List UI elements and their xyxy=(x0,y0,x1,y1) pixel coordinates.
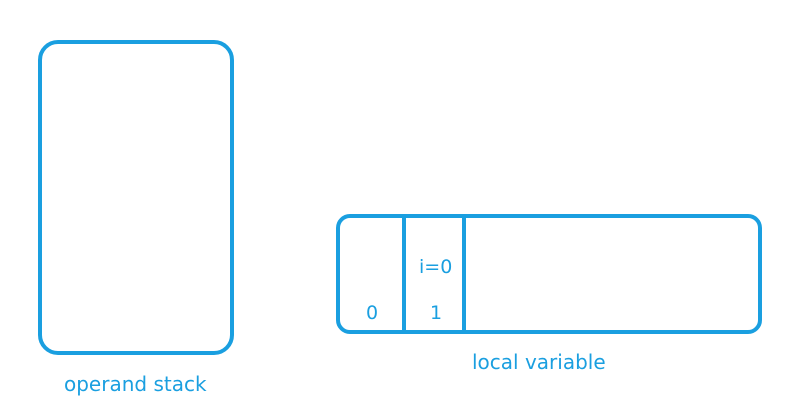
local-variable-table: 0 i=0 1 xyxy=(336,214,762,334)
slot-divider xyxy=(462,218,466,330)
operand-stack-box xyxy=(38,40,234,355)
slot-1-index: 1 xyxy=(430,302,443,324)
slot-1-value: i=0 xyxy=(419,256,453,278)
operand-stack-label: operand stack xyxy=(64,372,207,396)
slot-0-index: 0 xyxy=(366,302,379,324)
local-variable-label: local variable xyxy=(472,350,606,374)
slot-divider xyxy=(402,218,406,330)
